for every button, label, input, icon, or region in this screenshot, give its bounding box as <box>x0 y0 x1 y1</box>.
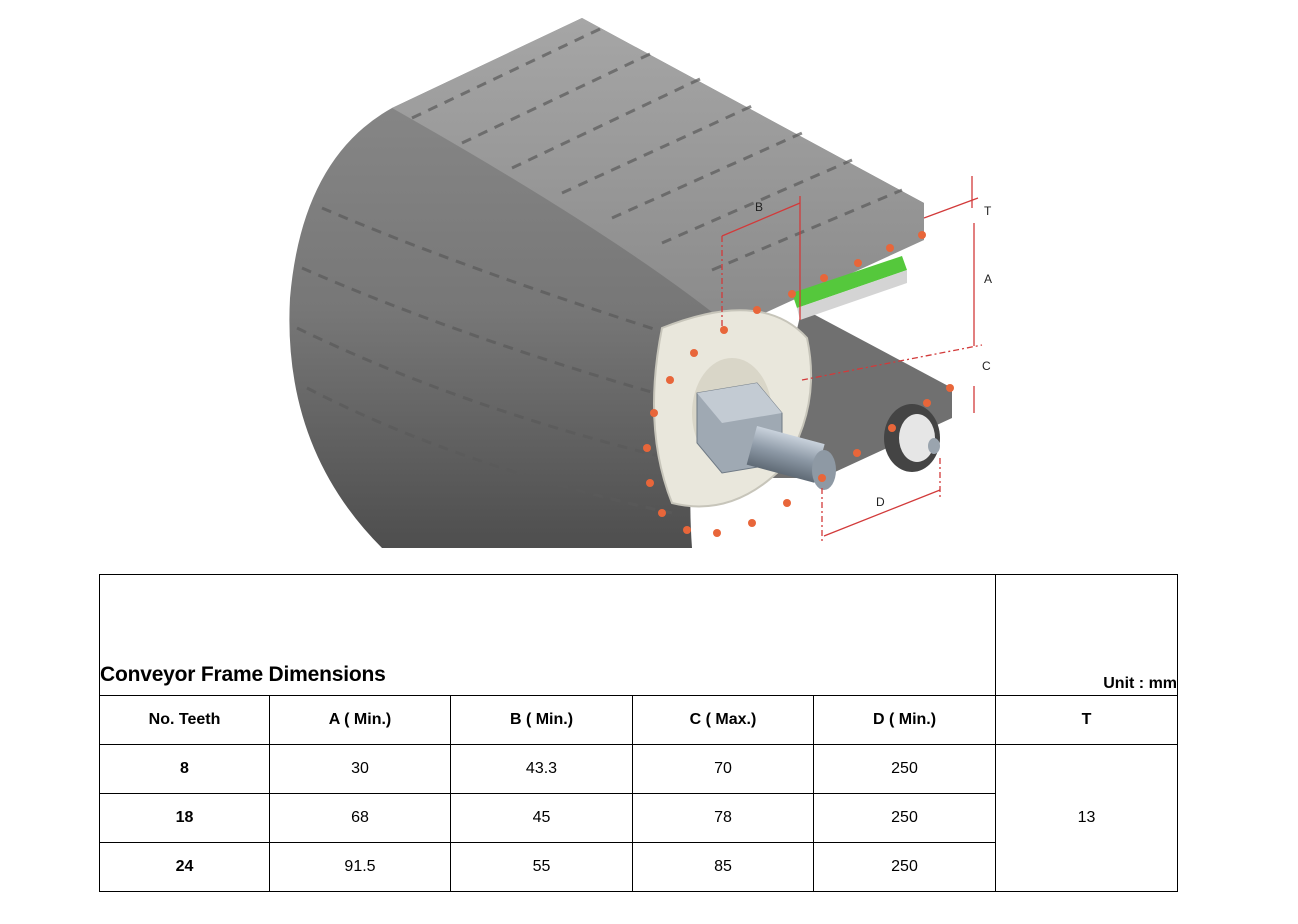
cell-d: 250 <box>812 744 997 794</box>
header-d: D ( Min.) <box>812 695 997 745</box>
dim-label-t: T <box>984 204 992 218</box>
cell-t: 13 <box>995 744 1179 892</box>
header-teeth: No. Teeth <box>99 695 270 745</box>
cell-b: 55 <box>450 842 633 892</box>
drive-shaft <box>696 382 836 490</box>
belt-body <box>289 18 952 548</box>
cell-c: 85 <box>632 842 814 892</box>
header-t: T <box>995 695 1179 745</box>
hinge-pins <box>643 231 954 537</box>
cell-a: 68 <box>269 793 451 843</box>
cell-a: 91.5 <box>269 842 451 892</box>
cell-d: 250 <box>812 793 997 843</box>
cell-d: 250 <box>812 842 997 892</box>
table-title: Conveyor Frame Dimensions <box>100 663 386 686</box>
dimension-lines <box>721 176 983 543</box>
conveyor-illustration: B T A C D <box>289 18 992 548</box>
cell-b: 43.3 <box>450 744 633 794</box>
header-b: B ( Min.) <box>450 695 633 745</box>
dimensions-table: Conveyor Frame Dimensions Unit : mm No. … <box>98 574 1179 892</box>
cell-b: 45 <box>450 793 633 843</box>
cell-teeth: 8 <box>99 744 270 794</box>
unit-label: Unit : mm <box>1103 675 1178 692</box>
table-title-cell: Conveyor Frame Dimensions <box>98 574 997 696</box>
header-c: C ( Max.) <box>632 695 814 745</box>
idler-roller <box>884 404 940 472</box>
dim-label-b: B <box>755 200 763 214</box>
table-row: 8 30 43.3 70 250 13 <box>99 744 1179 892</box>
wear-strip <box>792 256 907 320</box>
table-row: 24 91.5 55 85 250 <box>99 842 1178 892</box>
unit-cell: Unit : mm <box>995 574 1179 696</box>
table-title-row: Conveyor Frame Dimensions Unit : mm <box>98 574 1179 696</box>
dim-label-a: A <box>984 272 992 286</box>
dim-label-d: D <box>876 495 885 509</box>
cell-teeth: 18 <box>99 793 270 843</box>
cell-a: 30 <box>269 744 451 794</box>
cell-c: 78 <box>632 793 814 843</box>
table-header-row: No. Teeth A ( Min.) B ( Min.) C ( Max.) … <box>99 695 1179 745</box>
dim-label-c: C <box>982 359 991 373</box>
cell-teeth: 24 <box>99 842 270 892</box>
header-a: A ( Min.) <box>269 695 451 745</box>
conveyor-diagram: B T A C D <box>262 8 1032 558</box>
cell-c: 70 <box>632 744 814 794</box>
